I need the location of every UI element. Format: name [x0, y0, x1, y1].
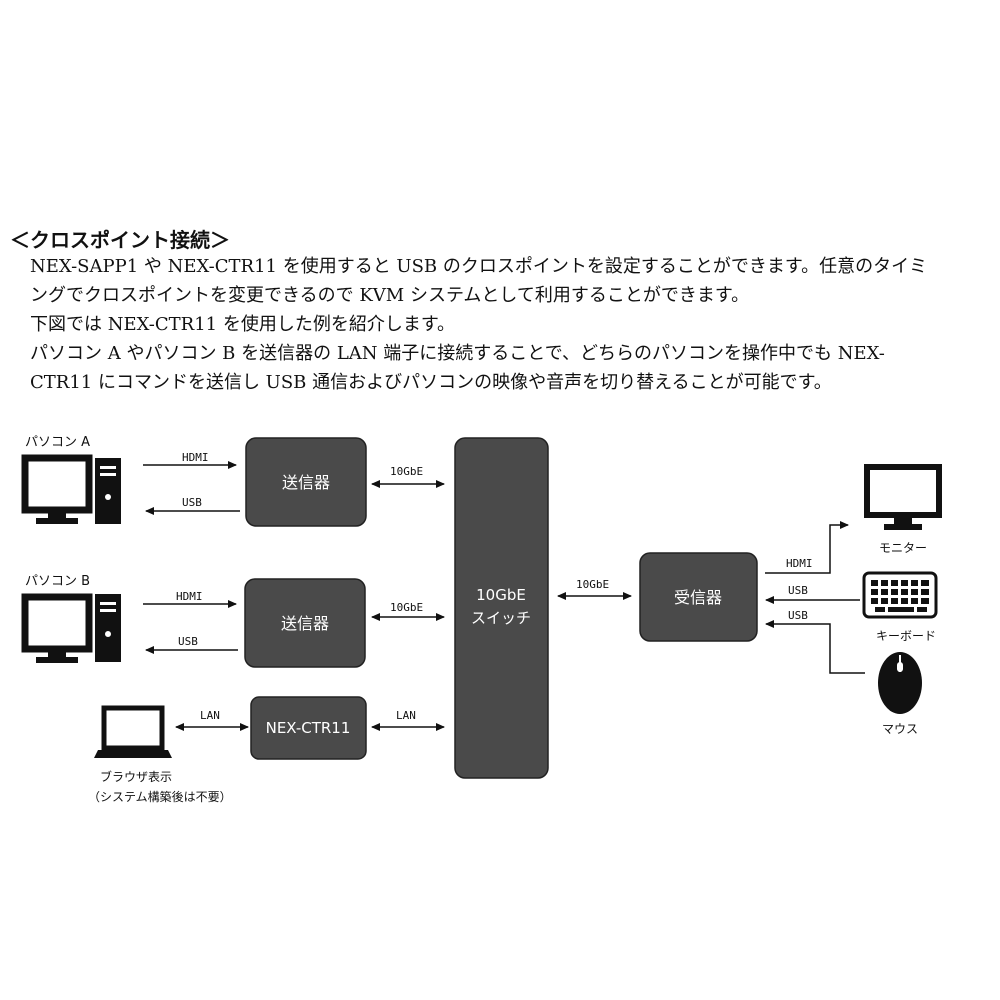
- link-b-label: 10GbE: [390, 601, 423, 614]
- paragraph-line-4: パソコン A やパソコン B を送信器の LAN 端子に接続することで、どちらの…: [30, 343, 885, 364]
- mouse-label: マウス: [882, 722, 918, 736]
- rx-usb-mouse-arrow: [765, 620, 865, 674]
- section-heading: ＜クロスポイント接続＞: [10, 228, 230, 252]
- controller-label: NEX-CTR11: [266, 719, 351, 737]
- hdmi-b-label: HDMI: [176, 590, 203, 603]
- keyboard-label: キーボード: [876, 629, 936, 643]
- pc-b-icon: [21, 593, 121, 663]
- usb-a-label: USB: [182, 496, 202, 509]
- usb-b-label: USB: [178, 635, 198, 648]
- rx-usb-kb-label: USB: [788, 584, 808, 597]
- mouse-icon: [878, 652, 922, 714]
- paragraph-line-1: NEX-SAPP1 や NEX-CTR11 を使用すると USB のクロスポイン…: [30, 256, 928, 277]
- paragraph-line-2: ングでクロスポイントを変更できるので KVM システムとして利用することができま…: [30, 285, 750, 306]
- rx-hdmi-label: HDMI: [786, 557, 813, 570]
- rx-hdmi-arrow: [765, 521, 849, 574]
- pc-a-icon: [21, 454, 121, 524]
- pc-b-label: パソコン B: [25, 574, 90, 589]
- switch-box: [454, 437, 549, 779]
- switch-label-line2: スイッチ: [471, 609, 531, 627]
- rx-usb-mouse-label: USB: [788, 609, 808, 622]
- laptop-icon: [94, 705, 172, 758]
- lan-left-label: LAN: [200, 709, 220, 722]
- receiver-label: 受信器: [674, 588, 722, 607]
- laptop-note: （システム構築後は不要）: [88, 789, 232, 804]
- transmitter-b-label: 送信器: [281, 614, 329, 633]
- hdmi-a-label: HDMI: [182, 451, 209, 464]
- transmitter-a-label: 送信器: [282, 473, 330, 492]
- transmitter-b-box: [244, 578, 366, 668]
- laptop-label: ブラウザ表示: [100, 769, 172, 784]
- pc-a-label: パソコン A: [25, 435, 90, 450]
- receiver-box: [639, 552, 758, 642]
- controller-box: [250, 696, 367, 760]
- lan-right-label: LAN: [396, 709, 416, 722]
- description-paragraph: NEX-SAPP1 や NEX-CTR11 を使用すると USB のクロスポイン…: [30, 252, 990, 397]
- link-rx-label: 10GbE: [576, 578, 609, 591]
- monitor-label: モニター: [879, 541, 927, 555]
- paragraph-line-3: 下図では NEX-CTR11 を使用した例を紹介します。: [30, 314, 456, 335]
- transmitter-a-box: [245, 437, 367, 527]
- paragraph-line-5: CTR11 にコマンドを送信し USB 通信およびパソコンの映像や音声を切り替え…: [30, 372, 832, 393]
- link-a-label: 10GbE: [390, 465, 423, 478]
- switch-label-line1: 10GbE: [476, 586, 526, 604]
- keyboard-icon: [862, 571, 938, 619]
- monitor-icon: [864, 464, 942, 530]
